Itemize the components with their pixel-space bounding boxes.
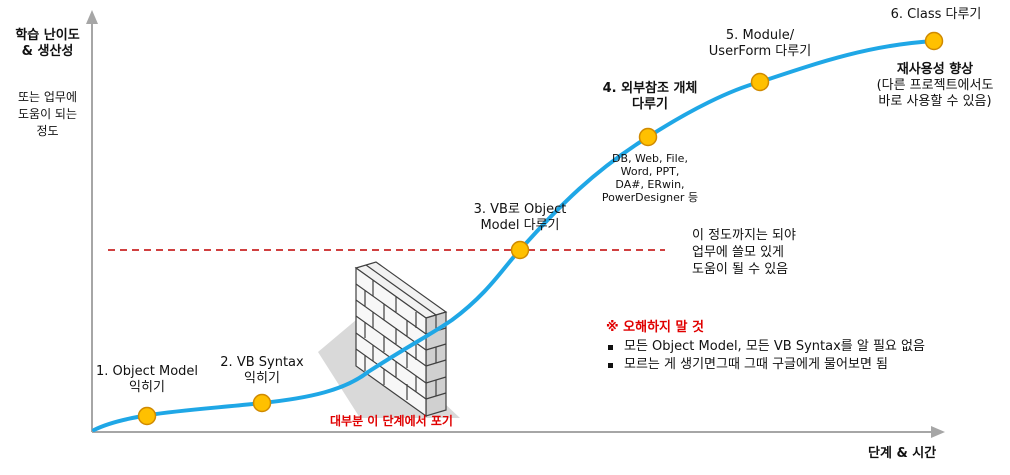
warning-item: 모든 Object Model, 모든 VB Syntax를 알 필요 없음 <box>602 338 925 356</box>
stage-3-title: 3. VB로 Object <box>473 202 567 217</box>
brick-wall-icon <box>354 261 448 418</box>
stage-5-subtitle: UserForm 다루기 <box>708 44 812 59</box>
stage-4-detail-line: Word, PPT, <box>620 165 680 178</box>
threshold-note-line: 업무에 쓸모 있게 <box>692 245 784 260</box>
stage-2-title: 2. VB Syntax <box>220 355 304 370</box>
stage-3-dot <box>510 240 530 260</box>
stage-dots <box>137 31 944 426</box>
stage-1-dot <box>137 406 157 426</box>
stage-2-dot <box>252 393 272 413</box>
stage-6-detail-title: 재사용성 향상 <box>896 62 974 77</box>
stage-2-label: 2. VB Syntax 익히기 <box>208 355 316 387</box>
y-axis-description: 또는 업무에 도움이 되는 정도 <box>10 89 85 140</box>
stage-6-label: 6. Class 다루기 <box>868 7 1004 23</box>
stage-6-dot <box>924 31 944 51</box>
wall-caption: 대부분 이 단계에서 포기 <box>330 414 453 428</box>
stage-4-subtitle: 다루기 <box>632 97 668 112</box>
stage-6-title: 6. Class 다루기 <box>890 7 982 22</box>
y-axis-desc-line2: 도움이 되는 <box>17 107 77 121</box>
stage-4-detail-line: DA#, ERwin, <box>615 178 685 191</box>
stage-4-detail-line: DB, Web, File, <box>612 152 688 165</box>
y-axis-desc-line3: 정도 <box>36 124 59 138</box>
y-axis-title-line2: & 생산성 <box>21 44 74 59</box>
stage-5-label: 5. Module/ UserForm 다루기 <box>692 28 828 60</box>
stage-5-title: 5. Module/ <box>725 28 795 43</box>
stage-4-label: 4. 외부참조 개체 다루기 <box>588 81 712 113</box>
y-axis-desc-line1: 또는 업무에 <box>17 90 77 104</box>
stage-3-subtitle: Model 다루기 <box>480 218 560 233</box>
y-axis-title: 학습 난이도 & 생산성 <box>10 28 85 60</box>
stage-1-label: 1. Object Model 익히기 <box>80 364 214 396</box>
stage-4-dot <box>638 127 658 147</box>
warning-item: 모르는 게 생기면그때 그때 구글에게 물어보면 됨 <box>602 356 925 374</box>
threshold-note-line: 이 정도까지는 되야 <box>692 228 796 243</box>
stage-6-detail-line: (다른 프로젝트에서도 <box>876 78 994 93</box>
warning-note: ※ 오해하지 말 것 모든 Object Model, 모든 VB Syntax… <box>602 320 925 374</box>
x-axis-arrow-icon <box>931 426 945 438</box>
y-axis-title-line1: 학습 난이도 <box>15 28 80 43</box>
stage-1-title: 1. Object Model <box>95 364 199 379</box>
stage-6-detail-line: 바로 사용할 수 있음) <box>878 94 992 109</box>
axes <box>86 10 945 438</box>
threshold-note-line: 도움이 될 수 있음 <box>692 262 789 277</box>
stage-1-subtitle: 익히기 <box>129 380 165 395</box>
stage-4-title: 4. 외부참조 개체 <box>602 81 698 96</box>
stage-4-detail-line: PowerDesigner 등 <box>601 191 699 204</box>
warning-title: ※ 오해하지 말 것 <box>606 320 704 335</box>
stage-6-detail: 재사용성 향상 (다른 프로젝트에서도 바로 사용할 수 있음) <box>860 62 1010 110</box>
stage-2-subtitle: 익히기 <box>244 371 280 386</box>
x-axis-title: 단계 & 시간 <box>868 446 937 461</box>
warning-list: 모든 Object Model, 모든 VB Syntax를 알 필요 없음 모… <box>602 338 925 374</box>
stage-5-dot <box>750 72 770 92</box>
stage-4-detail: DB, Web, File, Word, PPT, DA#, ERwin, Po… <box>588 152 712 204</box>
stage-3-label: 3. VB로 Object Model 다루기 <box>458 202 582 234</box>
y-axis-arrow-icon <box>86 10 98 24</box>
threshold-note: 이 정도까지는 되야 업무에 쓸모 있게 도움이 될 수 있음 <box>692 227 796 278</box>
